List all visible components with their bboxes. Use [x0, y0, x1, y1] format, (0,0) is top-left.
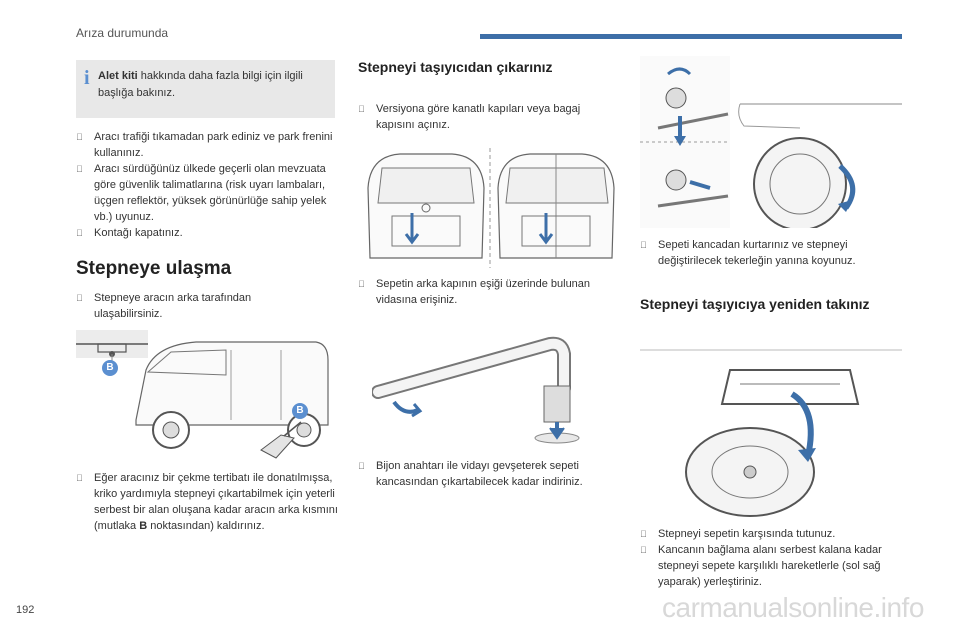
list-item: Stepneyi sepetin karşısında tutunuz. — [640, 526, 902, 542]
wheel-wrench-illustration — [372, 336, 580, 444]
arrow-bullet-icon:  — [640, 542, 647, 558]
hook-release-illustration — [640, 56, 902, 228]
van-jack-illustration — [76, 330, 329, 459]
bullet-list-top: Aracı trafiği tıkamadan park ediniz ve … — [76, 129, 338, 241]
arrow-bullet-icon:  — [76, 129, 83, 145]
info-text: Alet kiti hakkında daha fazla bilgi için… — [98, 68, 328, 102]
bullet-screw: Sepetin arka kapının eşiği üzerinde bul… — [358, 276, 620, 308]
watermark: carmanualsonline.info — [662, 592, 924, 623]
arrow-bullet-icon:  — [640, 237, 647, 253]
list-item: Kancanın bağlama alanı serbest kalana k… — [640, 542, 902, 590]
page-number: 192 — [16, 604, 35, 616]
bullet-access: Stepneye aracın arka tarafından ulaşabi… — [76, 290, 316, 322]
bullet-wrench: Bijon anahtarı ile vidayı gevşeterek se… — [358, 458, 620, 490]
info-icon: i — [84, 67, 90, 89]
arrow-bullet-icon:  — [76, 225, 83, 241]
list-item: Aracı sürdüğünüz ülkede geçerli olan me… — [76, 161, 338, 225]
arrow-bullet-icon:  — [358, 101, 365, 117]
spare-refit-illustration — [640, 349, 902, 517]
section-header: Arıza durumunda — [76, 26, 169, 40]
bullet-doors: Versiyona göre kanatlı kapıları veya ba… — [358, 101, 614, 133]
van-rear-doors-illustration — [367, 148, 615, 268]
heading-remove: Stepneyi taşıyıcıdan çıkarınız — [358, 59, 553, 75]
header-accent-bar — [480, 34, 902, 39]
arrow-bullet-icon:  — [358, 276, 365, 292]
arrow-bullet-icon:  — [640, 526, 647, 542]
bullet-list-refit: Stepneyi sepetin karşısında tutunuz. K… — [640, 526, 902, 590]
bullet-tow: Eğer aracınız bir çekme tertibatı ile d… — [76, 470, 338, 534]
heading-refit: Stepneyi taşıyıcıya yeniden takınız — [640, 296, 870, 312]
arrow-bullet-icon:  — [76, 290, 83, 306]
info-rest: hakkında daha fazla bilgi için ilgili ba… — [98, 70, 303, 99]
arrow-bullet-icon:  — [76, 161, 83, 177]
heading-access: Stepneye ulaşma — [76, 258, 232, 279]
info-box: i Alet kiti hakkında daha fazla bilgi iç… — [76, 60, 335, 118]
label-b-van: B — [292, 403, 308, 419]
arrow-bullet-icon:  — [358, 458, 365, 474]
arrow-bullet-icon:  — [76, 470, 83, 486]
list-item: Kontağı kapatınız. — [76, 225, 338, 241]
list-item: Aracı trafiği tıkamadan park ediniz ve … — [76, 129, 338, 161]
label-b-small: B — [102, 360, 118, 376]
bullet-remove: Sepeti kancadan kurtarınız ve stepneyi … — [640, 237, 902, 269]
info-bold: Alet kiti — [98, 70, 138, 82]
